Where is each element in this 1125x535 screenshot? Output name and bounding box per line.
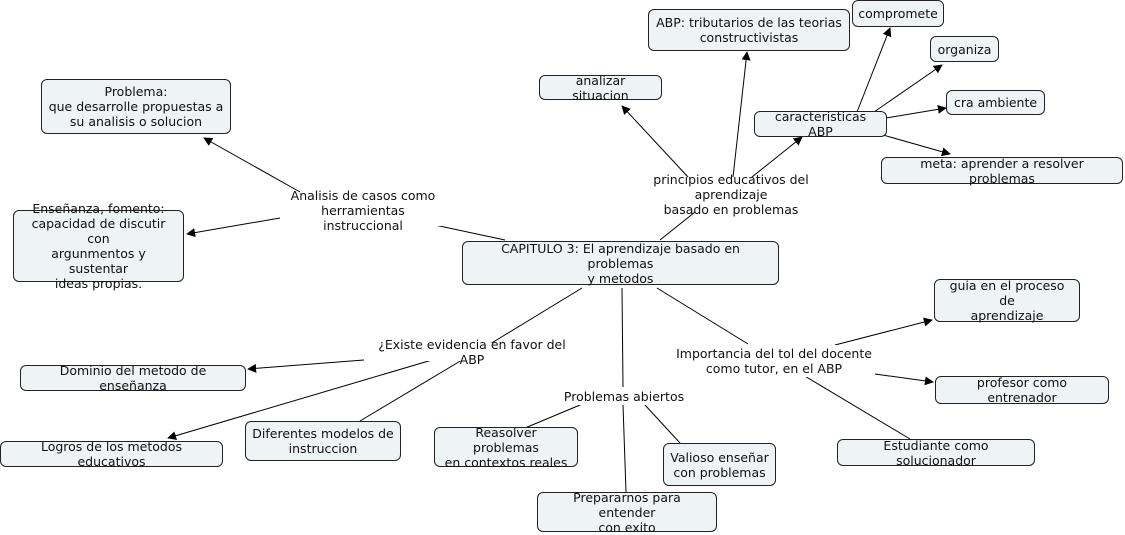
concept-organiza[interactable]: organiza — [930, 36, 999, 62]
connector-caract-ambiente — [885, 104, 947, 119]
connector-principios-abp — [732, 51, 751, 178]
link-analisis-casos: Analisis de casos como herramientas inst… — [280, 188, 446, 233]
connector-center-importancia — [656, 287, 749, 345]
connector-evidencia-logros — [167, 359, 433, 441]
concept-logros[interactable]: Logros de los metodos educativos — [0, 439, 223, 469]
concept-cra-ambiente[interactable]: cra ambiente — [946, 90, 1045, 115]
connector-problemas-valioso — [644, 404, 681, 444]
link-importancia-docente: Importancia del tol del docente como tut… — [675, 345, 873, 377]
connector-analisis-problema — [203, 137, 301, 193]
connector-importancia-estudiante — [802, 374, 911, 440]
connector-center-problemas — [621, 287, 624, 388]
connector-analisis-ensenanza — [186, 217, 281, 238]
connector-problemas-reasolver — [524, 404, 581, 429]
connector-caract-organiza — [873, 64, 943, 113]
connector-principios-analizar — [621, 105, 689, 178]
concept-prepararnos[interactable]: Prepararnos para entender con exito — [537, 490, 717, 535]
connector-principios-caracteristicas — [751, 136, 803, 178]
concept-estudiante-solucionador[interactable]: Estudiante como solucionador — [837, 438, 1035, 468]
link-principios-educativos: principios educativos del aprendizaje ba… — [615, 172, 847, 217]
concept-guia[interactable]: guia en el proceso de aprendizaje — [934, 278, 1080, 323]
central-topic-node[interactable]: CAPITULO 3: El aprendizaje basado en pro… — [462, 241, 779, 286]
link-evidencia-abp: ¿Existe evidencia en favor del ABP — [364, 337, 580, 367]
concept-abp-tributarios[interactable]: ABP: tributarios de las teorias construc… — [648, 9, 850, 51]
concept-problema[interactable]: Problema: que desarrolle propuestas a su… — [41, 79, 231, 134]
concept-diferentes-modelos[interactable]: Diferentes modelos de instruccion — [245, 421, 401, 461]
concept-dominio[interactable]: Dominio del metodo de enseñanza — [20, 363, 246, 393]
connector-importancia-guia — [834, 317, 933, 346]
concept-valioso[interactable]: Valioso enseñar con problemas — [663, 443, 776, 486]
connector-importancia-entrenador — [874, 373, 934, 386]
concept-compromete[interactable]: compromete — [852, 0, 944, 27]
concept-caracteristicas-abp[interactable]: caracteristicas ABP — [754, 109, 887, 139]
connector-caract-compromete — [856, 27, 892, 113]
concept-ensenanza[interactable]: Enseñanza, fomento: capacidad de discuti… — [13, 201, 184, 291]
concept-reasolver[interactable]: Reasolver problemas en contextos reales — [434, 425, 578, 470]
connector-evidencia-dominio — [247, 359, 365, 373]
concept-analizar-situacion[interactable]: analizar situacion — [539, 73, 662, 103]
concept-meta[interactable]: meta: aprender a resolver problemas — [881, 156, 1123, 186]
connector-center-analisis — [429, 223, 506, 241]
connector-center-evidencia — [489, 287, 583, 345]
link-problemas-abiertos: Problemas abiertos — [563, 387, 685, 405]
connector-center-principios — [659, 211, 696, 241]
concept-profesor-entrenador[interactable]: profesor como entrenador — [935, 375, 1109, 405]
connector-evidencia-modelos — [359, 359, 463, 422]
connector-caract-meta — [882, 134, 951, 157]
connector-problemas-prepararnos — [622, 404, 627, 493]
